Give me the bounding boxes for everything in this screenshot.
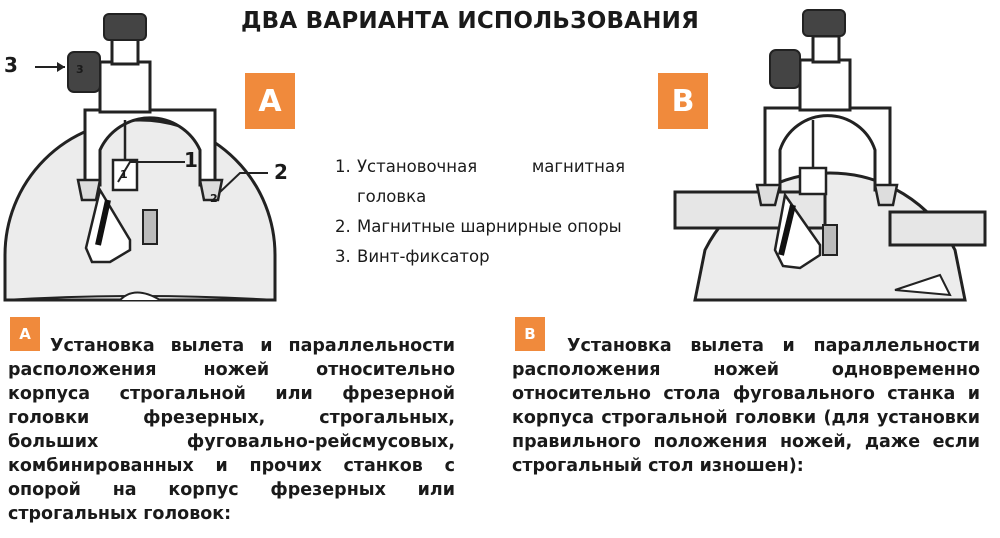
section-a-text: Установка вылета и параллельности распол… <box>8 336 455 524</box>
legend-item-1: 1. Установочная магнитная головка <box>335 152 625 212</box>
head-mark: 1 <box>120 168 128 181</box>
legend-num: 2. <box>335 217 351 236</box>
legend-item-3: 3. Винт-фиксатор <box>335 242 625 272</box>
figure-b-diagram <box>665 0 1000 310</box>
figure-b-illustration <box>673 9 987 302</box>
callout-3: 3 <box>4 53 18 77</box>
legend-list: 1. Установочная магнитная головка 2. Маг… <box>335 152 625 272</box>
section-b-text: Установка вылета и параллельности распол… <box>512 336 980 476</box>
section-a-badge: A <box>10 317 40 351</box>
foot-mark: 2 <box>210 192 218 205</box>
knob-mark: 3 <box>76 63 84 76</box>
figure-a-diagram <box>0 0 300 310</box>
badge-b: B <box>658 73 708 129</box>
legend-num: 3. <box>335 247 351 266</box>
page-title: ДВА ВАРИАНТА ИСПОЛЬЗОВАНИЯ <box>240 8 699 34</box>
legend-num: 1. <box>335 157 351 176</box>
callout-2: 2 <box>274 160 288 184</box>
legend-text: Установочная магнитная головка <box>357 157 625 206</box>
section-b-badge: B <box>515 317 545 351</box>
figure-a-illustration <box>3 13 277 302</box>
badge-a: A <box>245 73 295 129</box>
legend-text: Винт-фиксатор <box>357 247 490 266</box>
legend-item-2: 2. Магнитные шарнирные опоры <box>335 212 625 242</box>
legend-text: Магнитные шарнирные опоры <box>357 217 622 236</box>
callout-1: 1 <box>184 148 198 172</box>
